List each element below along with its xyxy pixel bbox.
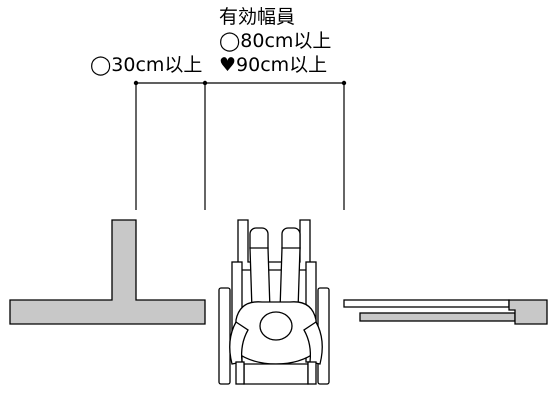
requirement-80cm: ◯80cm以上 (219, 30, 332, 52)
footrest-frame (237, 219, 311, 271)
dim-dot-right (341, 80, 347, 86)
requirement-90cm: ♥90cm以上 (219, 54, 328, 76)
dim-dot-middle (202, 80, 208, 86)
wall-left (9, 219, 206, 325)
wheel-left (218, 287, 231, 385)
push-handle-left (235, 361, 245, 385)
effective-width-title: 有効幅員 (219, 6, 296, 28)
dimension-lines (135, 82, 345, 210)
head (259, 311, 293, 341)
dimension-dots (133, 80, 347, 86)
dim-dot-left (133, 80, 139, 86)
chair-back (243, 363, 309, 385)
sliding-door (343, 299, 548, 325)
sliding-door-panel-inner (359, 312, 516, 322)
push-handle-right (307, 361, 317, 385)
sliding-door-panel-outer (343, 299, 510, 308)
wheelchair-user-icon (218, 219, 330, 385)
leg-left (249, 247, 271, 311)
leg-right (279, 247, 301, 311)
requirement-30cm: ◯30cm以上 (90, 54, 203, 76)
wall-right (508, 299, 548, 325)
